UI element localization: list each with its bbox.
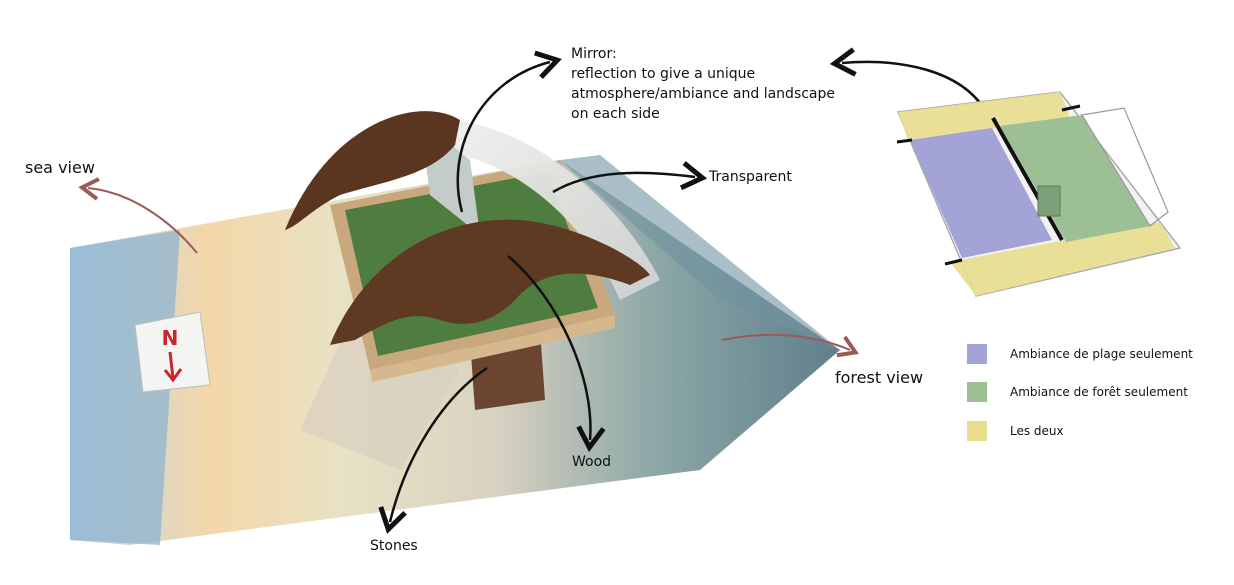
north-sign: N — [135, 312, 210, 392]
mirror-note-line: atmosphere/ambiance and landscape — [571, 84, 835, 104]
legend-swatch-beach — [967, 344, 987, 364]
sea-view-label: sea view — [25, 158, 95, 177]
stones-label: Stones — [370, 538, 418, 554]
mirror-note: Mirror: reflection to give a unique atmo… — [571, 44, 835, 124]
mirror-note-line: reflection to give a unique — [571, 64, 835, 84]
legend-item-forest: Ambiance de forêt seulement — [967, 382, 1188, 402]
transparent-label: Transparent — [709, 169, 792, 185]
legend-item-beach: Ambiance de plage seulement — [967, 344, 1193, 364]
plan-arrow — [842, 62, 985, 110]
legend-label: Ambiance de forêt seulement — [1010, 385, 1188, 399]
mirror-note-line: on each side — [571, 104, 835, 124]
mirror-note-title: Mirror: — [571, 44, 835, 64]
plan-view — [897, 92, 1180, 296]
forest-view-label: forest view — [835, 368, 923, 387]
legend-swatch-forest — [967, 382, 987, 402]
north-sign-letter: N — [162, 326, 179, 350]
legend-label: Les deux — [1010, 424, 1064, 438]
legend-label: Ambiance de plage seulement — [1010, 347, 1193, 361]
legend-item-both: Les deux — [967, 421, 1064, 441]
wood-label: Wood — [572, 454, 611, 470]
legend-swatch-both — [967, 421, 987, 441]
